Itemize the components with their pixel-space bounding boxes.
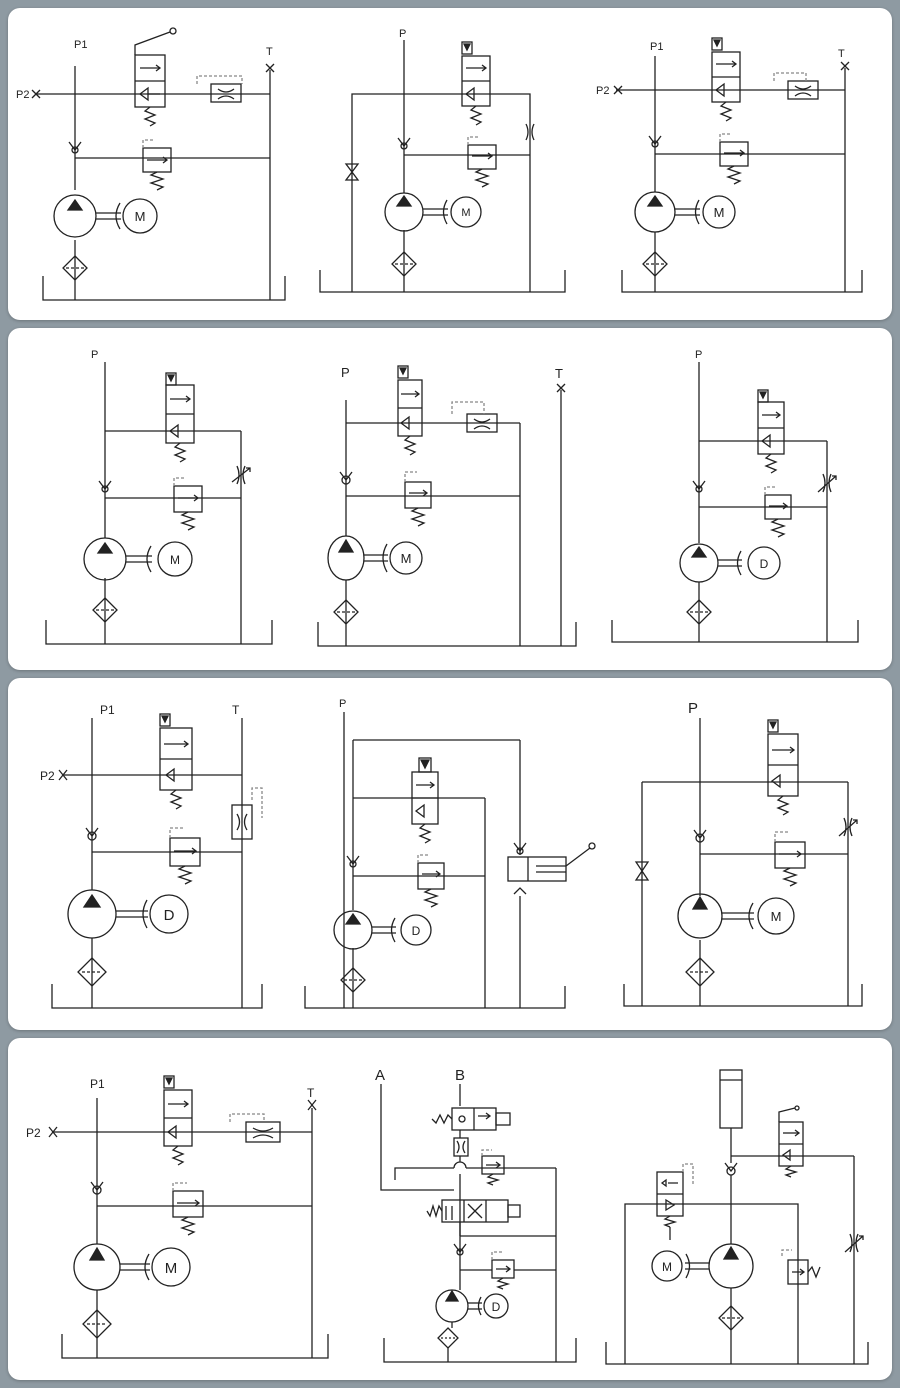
motor-label: M bbox=[135, 209, 146, 224]
motor-label: D bbox=[760, 557, 769, 571]
motor-label: D bbox=[412, 924, 421, 938]
port-label-p: P bbox=[399, 28, 406, 40]
port-label-p2: P2 bbox=[26, 1126, 41, 1140]
diagram-8: D P bbox=[304, 698, 596, 1009]
diagram-2: M P bbox=[319, 28, 566, 293]
diagram-1: M P1 P2 T bbox=[16, 27, 286, 301]
port-label-p: P bbox=[91, 349, 98, 361]
port-label-p1: P1 bbox=[650, 41, 663, 53]
diagram-3: M P1 P2 T bbox=[596, 37, 863, 293]
port-label-p: P bbox=[695, 349, 702, 361]
diagram-panel-row-2 bbox=[8, 328, 892, 670]
port-label-p1: P1 bbox=[74, 39, 87, 51]
diagram-6: D P bbox=[611, 349, 859, 643]
motor-label: M bbox=[165, 1260, 178, 1277]
motor-label: M bbox=[401, 551, 412, 566]
motor-label: D bbox=[492, 1300, 501, 1314]
motor-label: D bbox=[164, 907, 175, 924]
port-label-p1: P1 bbox=[90, 1077, 105, 1091]
port-label-t: T bbox=[266, 46, 273, 58]
port-label-p: P bbox=[688, 700, 698, 717]
diagram-10: M P1 P2 T bbox=[26, 1075, 329, 1359]
diagram-11: D A B bbox=[375, 1067, 577, 1363]
diagram-panel-row-4 bbox=[8, 1038, 892, 1380]
motor-label: M bbox=[461, 207, 470, 219]
diagram-7: D P1 P2 T bbox=[40, 703, 263, 1009]
diagram-12: M bbox=[605, 1069, 869, 1365]
diagram-4: M P bbox=[45, 349, 273, 645]
diagram-9: M P bbox=[623, 700, 863, 1007]
motor-label: M bbox=[771, 909, 782, 924]
port-label-t: T bbox=[307, 1086, 315, 1100]
port-label-p: P bbox=[341, 365, 350, 380]
motor-label: M bbox=[714, 205, 725, 220]
port-label-t: T bbox=[232, 703, 240, 717]
port-label-p2: P2 bbox=[16, 89, 29, 101]
motor-label: M bbox=[170, 553, 180, 567]
diagram-panel-row-1 bbox=[8, 8, 892, 320]
port-label-b: B bbox=[455, 1067, 465, 1084]
port-label-a: A bbox=[375, 1067, 385, 1084]
port-label-t: T bbox=[838, 48, 845, 60]
port-label-p: P bbox=[339, 698, 346, 710]
port-label-p2: P2 bbox=[40, 769, 55, 783]
port-label-p2: P2 bbox=[596, 85, 609, 97]
diagram-5: M P T bbox=[317, 365, 577, 647]
port-label-t: T bbox=[555, 366, 563, 381]
motor-label: M bbox=[662, 1260, 672, 1274]
port-label-p1: P1 bbox=[100, 703, 115, 717]
